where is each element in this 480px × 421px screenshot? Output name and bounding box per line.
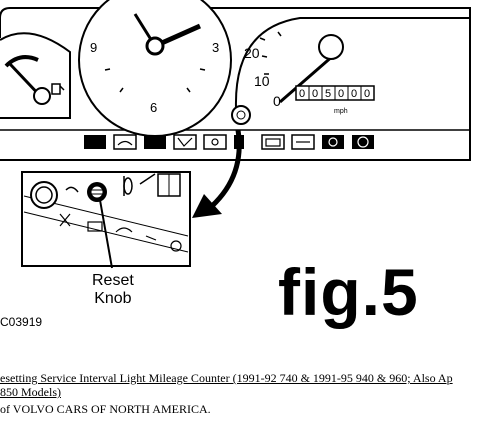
clock-numeral-3: 3 (212, 40, 219, 55)
clock-numeral-9: 9 (90, 40, 97, 55)
instrument-panel (0, 7, 471, 161)
figure-code: C03919 (0, 315, 43, 329)
inset-detail-box (21, 171, 191, 267)
reset-knob-leader (99, 199, 113, 269)
inset-warning-icons (59, 213, 182, 252)
fuel-pump-icon (51, 83, 65, 95)
headlight-icon (328, 136, 369, 148)
reset-knob-label: Reset Knob (92, 272, 134, 308)
clock-gauge (78, 0, 232, 137)
speed-scale-20: 20 (244, 45, 260, 61)
figure-label: fig.5 (278, 255, 419, 329)
callout-arrow (192, 129, 242, 218)
odometer-digit: 0 (338, 88, 344, 100)
figure-caption: esetting Service Interval Light Mileage … (0, 371, 480, 399)
reset-knob-hole (231, 105, 251, 125)
warning-light-strip (84, 134, 374, 150)
reset-knob-label-line1: Reset (92, 272, 134, 289)
credit-line: of VOLVO CARS OF NORTH AMERICA. (0, 402, 211, 416)
odometer-digit: 0 (312, 88, 318, 100)
caption-link-line2[interactable]: 850 Models) (0, 385, 61, 399)
speed-scale-0: 0 (273, 93, 281, 109)
odometer-digit: 0 (299, 88, 305, 100)
odometer-digit: 0 (351, 88, 357, 100)
odometer-digits: 0 0 5 0 0 0 (299, 88, 370, 100)
odometer-digit: 5 (325, 88, 331, 100)
clock-numeral-6: 6 (150, 100, 157, 115)
speedometer-gauge (234, 17, 470, 109)
caption-link-line1[interactable]: esetting Service Interval Light Mileage … (0, 371, 453, 385)
speed-scale-10: 10 (254, 73, 270, 89)
speed-unit: mph (334, 108, 348, 115)
reset-knob-label-line2: Knob (94, 290, 132, 307)
warning-icon (117, 137, 310, 147)
odometer-digit: 0 (364, 88, 370, 100)
fuel-gauge (0, 32, 71, 119)
reset-knob-icon (87, 182, 107, 202)
